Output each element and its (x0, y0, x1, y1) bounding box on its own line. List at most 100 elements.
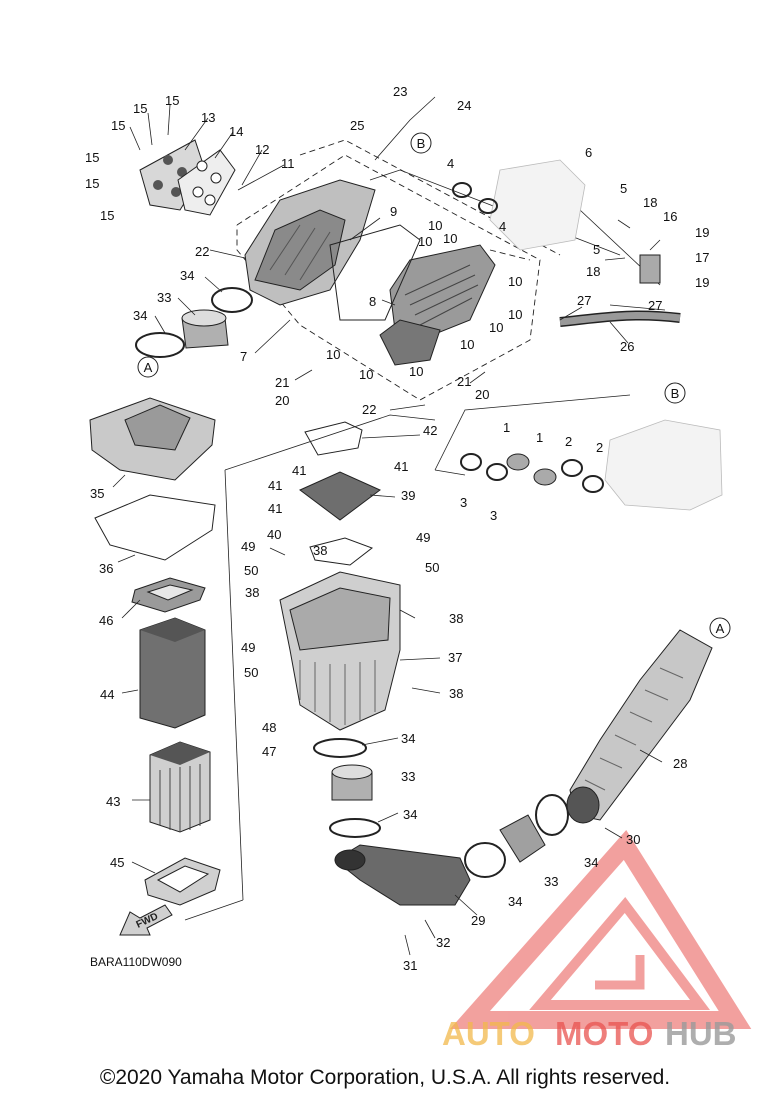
callout-18: 18 (643, 195, 657, 210)
assembly-boundary (184, 139, 661, 921)
callout-3: 3 (460, 495, 467, 510)
callout-25: 25 (350, 118, 364, 133)
callout-34: 34 (401, 731, 415, 746)
callout-1: 1 (536, 430, 543, 445)
callout-49: 49 (416, 530, 430, 545)
callout-10: 10 (359, 367, 373, 382)
callout-5: 5 (620, 181, 627, 196)
callout-38: 38 (449, 611, 463, 626)
callout-42: 42 (423, 423, 437, 438)
callout-18: 18 (586, 264, 600, 279)
callout-19: 19 (695, 275, 709, 290)
callout-27: 27 (648, 298, 662, 313)
callout-29: 29 (471, 913, 485, 928)
callout-50: 50 (425, 560, 439, 575)
callout-5: 5 (593, 242, 600, 257)
callout-1: 1 (503, 420, 510, 435)
copyright-notice: ©2020 Yamaha Motor Corporation, U.S.A. A… (100, 1066, 670, 1089)
callout-46: 46 (99, 613, 113, 628)
callout-39: 39 (401, 488, 415, 503)
callout-34: 34 (584, 855, 598, 870)
callout-23: 23 (393, 84, 407, 99)
callout-11: 11 (281, 156, 295, 171)
callout-22: 22 (195, 244, 209, 259)
callout-21: 21 (275, 375, 289, 390)
watermark-moto: MOTO (555, 1015, 653, 1052)
callout-19: 19 (695, 225, 709, 240)
callout-27: 27 (577, 293, 591, 308)
connector-b-marker: B (664, 382, 686, 404)
inset-engine (460, 419, 723, 511)
callout-41: 41 (268, 501, 282, 516)
callout-8: 8 (369, 294, 376, 309)
callout-34: 34 (180, 268, 194, 283)
callout-10: 10 (418, 234, 432, 249)
callout-16: 16 (663, 209, 677, 224)
callout-38: 38 (245, 585, 259, 600)
callout-33: 33 (544, 874, 558, 889)
callout-15: 15 (165, 93, 179, 108)
filter-components (89, 397, 221, 936)
callout-9: 9 (390, 204, 397, 219)
callout-15: 15 (100, 208, 114, 223)
callout-7: 7 (240, 349, 247, 364)
callout-2: 2 (596, 440, 603, 455)
leader-lines (112, 104, 666, 956)
callout-2: 2 (565, 434, 572, 449)
callout-15: 15 (133, 101, 147, 116)
callout-10: 10 (508, 274, 522, 289)
callout-14: 14 (229, 124, 243, 139)
callout-4: 4 (499, 219, 506, 234)
callout-40: 40 (267, 527, 281, 542)
callout-41: 41 (292, 463, 306, 478)
callout-10: 10 (443, 231, 457, 246)
callout-21: 21 (457, 374, 471, 389)
airbox (279, 421, 401, 731)
callout-50: 50 (244, 563, 258, 578)
callout-15: 15 (85, 150, 99, 165)
callout-49: 49 (241, 539, 255, 554)
connector-b-marker: B (410, 132, 432, 154)
lower-duct (313, 629, 713, 906)
callout-20: 20 (275, 393, 289, 408)
callout-15: 15 (85, 176, 99, 191)
watermark-auto: AUTO (442, 1015, 535, 1052)
callout-10: 10 (409, 364, 423, 379)
callout-6: 6 (585, 145, 592, 160)
svg-text:B: B (671, 386, 680, 401)
svg-text:A: A (716, 621, 725, 636)
callout-37: 37 (448, 650, 462, 665)
callout-48: 48 (262, 720, 276, 735)
callout-17: 17 (695, 250, 709, 265)
callout-30: 30 (626, 832, 640, 847)
svg-text:A: A (144, 360, 153, 375)
callout-10: 10 (508, 307, 522, 322)
callout-38: 38 (313, 543, 327, 558)
callout-47: 47 (262, 744, 276, 759)
callout-4: 4 (447, 156, 454, 171)
callout-20: 20 (475, 387, 489, 402)
callout-15: 15 (111, 118, 125, 133)
callout-10: 10 (428, 218, 442, 233)
callout-34: 34 (403, 807, 417, 822)
callout-33: 33 (401, 769, 415, 784)
reference-code: BARA110DW090 (90, 955, 182, 969)
watermark-logo (450, 830, 752, 1029)
watermark-wordmark: AUTO MOTO HUB (442, 1015, 737, 1052)
callout-33: 33 (157, 290, 171, 305)
connector-markers: A A B B (137, 132, 731, 639)
callout-34: 34 (508, 894, 522, 909)
connector-a-marker: A (137, 356, 159, 378)
upper-intake (139, 96, 681, 366)
callout-36: 36 (99, 561, 113, 576)
callout-22: 22 (362, 402, 376, 417)
callout-35: 35 (90, 486, 104, 501)
callout-41: 41 (268, 478, 282, 493)
callout-24: 24 (457, 98, 471, 113)
callout-labels: 1 1 2 2 3 3 4 4 5 5 6 7 8 9 10 10 10 10 … (85, 84, 709, 973)
callout-45: 45 (110, 855, 124, 870)
callout-41: 41 (394, 459, 408, 474)
callout-31: 31 (403, 958, 417, 973)
svg-text:B: B (417, 136, 426, 151)
